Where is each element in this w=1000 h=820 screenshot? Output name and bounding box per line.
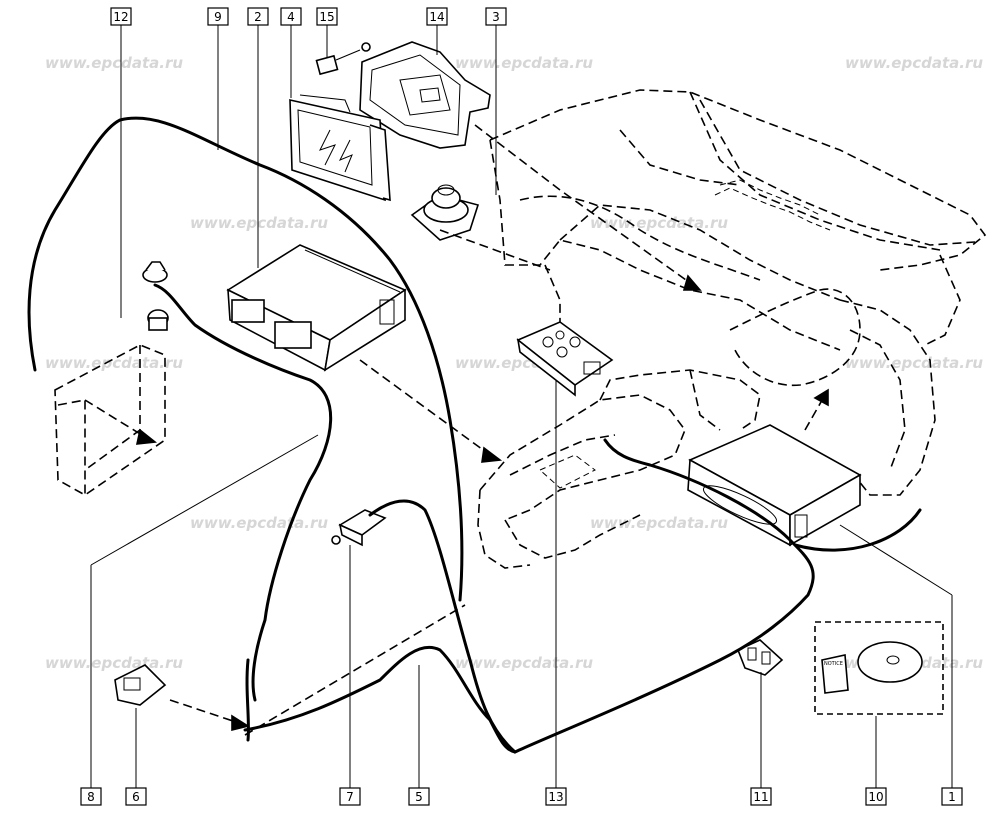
- antenna-grommet: [142, 261, 169, 331]
- callout-label: 6: [132, 790, 140, 804]
- speaker: [410, 184, 480, 241]
- radio-unit: [226, 244, 407, 372]
- callout-9: 9: [207, 7, 229, 26]
- callout-5: 5: [408, 787, 430, 806]
- watermark-text: www.epcdata.ru: [455, 54, 593, 72]
- callout-label: 10: [868, 790, 883, 804]
- callout-3: 3: [485, 7, 507, 26]
- callout-11: 11: [750, 787, 772, 806]
- retaining-clip: [736, 639, 784, 676]
- assembly-arrows: [84, 124, 829, 736]
- callout-label: 2: [254, 10, 262, 24]
- small-module: [331, 509, 387, 547]
- callout-8: 8: [80, 787, 102, 806]
- watermark-text: www.epcdata.ru: [190, 514, 328, 532]
- watermark-text: www.epcdata.ru: [45, 354, 183, 372]
- callout-1: 1: [941, 787, 963, 806]
- watermark-text: www.epcdata.ru: [845, 54, 983, 72]
- watermark-layer: www.epcdata.ru www.epcdata.ru www.epcdat…: [45, 54, 983, 672]
- display-screen: [289, 94, 391, 202]
- leader-lines: [90, 25, 953, 788]
- callout-4: 4: [280, 7, 302, 26]
- callout-13: 13: [545, 787, 567, 806]
- software-kit: NOTICE: [814, 621, 944, 715]
- callout-label: 1: [948, 790, 956, 804]
- radio-mounting-bracket: [359, 41, 491, 149]
- callout-label: 5: [415, 790, 423, 804]
- control-panel: [516, 321, 614, 397]
- callout-label: 8: [87, 790, 95, 804]
- callout-14: 14: [426, 7, 448, 26]
- callout-label: 11: [753, 790, 768, 804]
- callout-12: 12: [110, 7, 132, 26]
- callout-label: 14: [429, 10, 444, 24]
- cables: [27, 116, 922, 754]
- manual-label: NOTICE: [824, 661, 843, 667]
- callout-label: 9: [214, 10, 222, 24]
- callout-6: 6: [125, 787, 147, 806]
- watermark-text: www.epcdata.ru: [590, 214, 728, 232]
- dashboard-outline: [489, 89, 987, 496]
- callout-15: 15: [316, 7, 338, 26]
- callout-label: 12: [113, 10, 128, 24]
- callout-label: 4: [287, 10, 295, 24]
- callout-10: 10: [865, 787, 887, 806]
- callout-7: 7: [339, 787, 361, 806]
- watermark-text: www.epcdata.ru: [190, 214, 328, 232]
- callout-label: 3: [492, 10, 500, 24]
- watermark-text: www.epcdata.ru: [590, 514, 728, 532]
- watermark-text: www.epcdata.ru: [455, 654, 593, 672]
- callout-label: 13: [548, 790, 563, 804]
- watermark-text: www.epcdata.ru: [45, 654, 183, 672]
- watermark-text: www.epcdata.ru: [845, 354, 983, 372]
- callout-label: 15: [319, 10, 334, 24]
- callout-2: 2: [247, 7, 269, 26]
- center-console-outline: [477, 369, 761, 569]
- callout-label: 7: [346, 790, 354, 804]
- watermark-text: www.epcdata.ru: [45, 54, 183, 72]
- small-connector: [315, 42, 371, 76]
- connector-block: [114, 664, 167, 706]
